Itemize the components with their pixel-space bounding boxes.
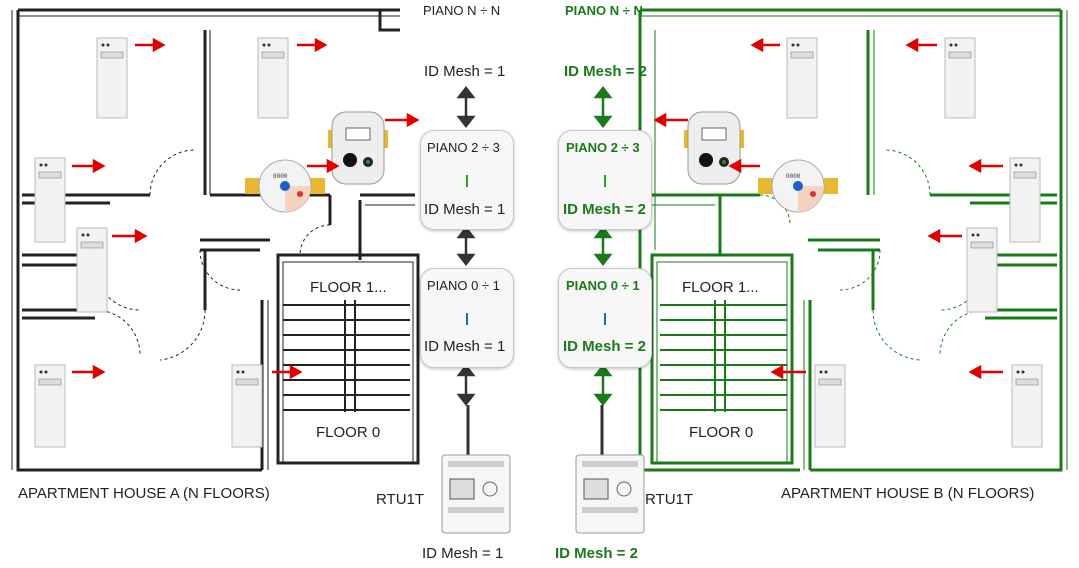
electricity-meter-icon [944,37,976,119]
arrow-left-icon [927,228,962,244]
heat-meter-b-icon [684,111,744,185]
arrow-right-icon [272,364,303,380]
mesh-a-node-upper [420,130,514,230]
electricity-meter-icon [1009,157,1041,243]
led-icon [466,175,468,187]
electricity-meter-icon [966,227,998,313]
rtu-a-id: ID Mesh = 1 [422,545,504,562]
arrow-right-icon [385,112,420,128]
arrow-right-icon [72,364,106,380]
led-icon [604,175,606,187]
arrow-left-icon [750,37,780,53]
arrow-left-icon [968,158,1003,174]
electricity-meter-icon [34,364,66,448]
electricity-meter-icon [96,37,128,119]
arrow-left-icon [968,364,1003,380]
arrow-right-icon [297,37,328,53]
electricity-meter-icon [34,157,66,243]
mesh-b-node-lower-title: PIANO 0 ÷ 1 [566,278,640,293]
water-meter-a-icon: 0000 [245,159,325,213]
arrow-right-icon [72,158,106,174]
house-b-floor-lower: FLOOR 0 [689,424,754,441]
led-icon [466,313,468,325]
mesh-a-node-lower-id: ID Mesh = 1 [424,338,506,355]
house-a-floorplan [11,8,420,472]
house-a-floor-upper: FLOOR 1... [310,279,387,296]
mesh-a-links [456,85,476,407]
mesh-b-node-upper [558,130,652,230]
house-a-label: APARTMENT HOUSE A (N FLOORS) [18,485,270,502]
mesh-a-node-lower-title: PIANO 0 ÷ 1 [427,278,500,293]
rtu-b-label: RTU1T [645,491,694,508]
mesh-a-node-lower [420,268,514,368]
arrow-left-icon [905,37,937,53]
mesh-b-links [593,85,613,407]
arrow-right-icon [307,158,340,174]
rtu-a-label: RTU1T [376,491,425,508]
water-meter-b-icon: 0000 [758,159,838,213]
rtu-b-id: ID Mesh = 2 [555,545,638,562]
mesh-b-node-lower-id: ID Mesh = 2 [563,338,646,355]
electricity-meter-icon [76,227,108,313]
rtu-b-device-icon [575,405,645,534]
mesh-b-top-id: ID Mesh = 2 [564,63,647,80]
mesh-a-top-id: ID Mesh = 1 [424,63,506,80]
header-right-title: PIANO N ÷ N [565,3,643,18]
arrow-left-icon [728,158,760,174]
mesh-b-node-upper-id: ID Mesh = 2 [563,201,646,218]
mesh-a-node-upper-id: ID Mesh = 1 [424,201,506,218]
meters-house-a [34,37,289,448]
arrow-right-icon [112,228,148,244]
house-b-floorplan [638,8,1068,472]
house-b-floor-upper: FLOOR 1... [682,279,759,296]
mesh-b-node-lower [558,268,652,368]
electricity-meter-icon [814,364,846,448]
meters-house-b [786,37,1043,448]
house-b-label: APARTMENT HOUSE B (N FLOORS) [781,485,1035,502]
arrow-right-icon [135,37,166,53]
arrow-left-icon [653,112,688,128]
heat-meter-a-icon [328,111,388,185]
house-a-floor-lower: FLOOR 0 [316,424,381,441]
electricity-meter-icon [1011,364,1043,448]
arrow-left-icon [770,364,806,380]
svg-text:0000: 0000 [786,173,801,180]
electricity-meter-icon [231,364,263,448]
rtu-a-device-icon [441,405,511,534]
electricity-meter-icon [786,37,818,119]
header-left-title: PIANO N ÷ N [423,3,501,18]
svg-text:0000: 0000 [273,173,288,180]
meter-arrows [72,37,1003,380]
mesh-a-node-upper-title: PIANO 2 ÷ 3 [427,140,500,155]
mesh-b-node-upper-title: PIANO 2 ÷ 3 [566,140,640,155]
led-icon [604,313,606,325]
electricity-meter-icon [257,37,289,119]
